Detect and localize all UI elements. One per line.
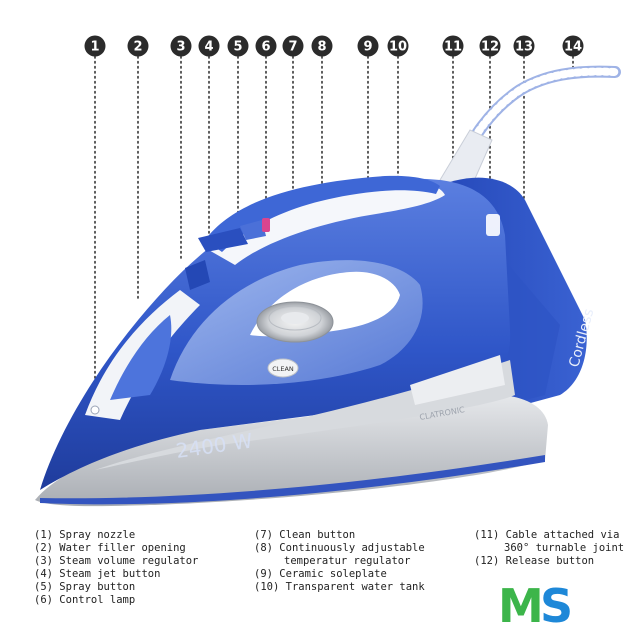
legend-item: (5) Spray button — [34, 581, 136, 593]
handle — [200, 179, 445, 265]
legend-item: (7) Clean button — [254, 529, 356, 541]
svg-text:4: 4 — [204, 40, 213, 55]
callout-badge-3: 3 — [170, 35, 192, 57]
spray-nozzle — [90, 405, 100, 415]
callout-badge-2: 2 — [127, 35, 149, 57]
callout-badge-8: 8 — [311, 35, 333, 57]
legend-item: (9) Ceramic soleplate — [254, 568, 387, 580]
legend-column-2: (7) Clean button (8) Continuously adjust… — [254, 529, 425, 594]
legend-item: (2) Water filler opening — [34, 542, 186, 554]
callout-badge-6: 6 — [255, 35, 277, 57]
release-button — [486, 214, 500, 236]
legend-column-3: (11) Cable attached via 360° turnable jo… — [474, 529, 624, 568]
clean-button — [267, 358, 299, 378]
legend-item: (12) Release button — [474, 555, 595, 567]
svg-text:11: 11 — [444, 40, 462, 55]
callout-badge-13: 13 — [513, 35, 535, 57]
svg-text:3: 3 — [176, 40, 185, 55]
legend-item: (3) Steam volume regulator — [34, 555, 199, 567]
svg-text:6: 6 — [261, 40, 270, 55]
svg-text:2: 2 — [133, 40, 142, 55]
legend-item: (6) Control lamp — [34, 594, 136, 606]
control-lamp — [262, 218, 270, 232]
legend-item: (4) Steam jet button — [34, 568, 161, 580]
svg-text:1: 1 — [90, 40, 99, 55]
svg-text:13: 13 — [515, 40, 533, 55]
spray-button — [240, 220, 266, 240]
svg-text:10: 10 — [389, 40, 407, 55]
clean-button-label: CLEAN — [272, 365, 294, 373]
legend-column-1: (1) Spray nozzle (2) Water filler openin… — [34, 529, 198, 607]
iron-illustration: CLEAN 2400 W Cordless CLATRONIC — [35, 65, 621, 507]
callout-badge-7: 7 — [282, 35, 304, 57]
callout-badge-14: 14 — [562, 35, 584, 57]
svg-text:8: 8 — [317, 40, 326, 55]
svg-text:9: 9 — [363, 40, 372, 55]
svg-text:14: 14 — [564, 40, 582, 55]
callout-badge-12: 12 — [479, 35, 501, 57]
callout-badge-4: 4 — [198, 35, 220, 57]
callout-badge-10: 10 — [387, 35, 409, 57]
ms-logo: M S — [498, 580, 573, 628]
steam-jet-button — [198, 228, 248, 252]
logo-letter-s: S — [540, 580, 573, 628]
legend-item: (1) Spray nozzle — [34, 529, 136, 541]
legend-item: (11) Cable attached via 360° turnable jo… — [474, 529, 625, 554]
svg-text:7: 7 — [288, 40, 297, 55]
legend-item: (8) Continuously adjustable temperatur r… — [254, 542, 425, 567]
callout-badge-5: 5 — [227, 35, 249, 57]
callout-badge-11: 11 — [442, 35, 464, 57]
logo-letter-m: M — [498, 580, 544, 628]
callout-badge-1: 1 — [84, 35, 106, 57]
svg-text:5: 5 — [233, 40, 242, 55]
callout-badge-9: 9 — [357, 35, 379, 57]
legend-item: (10) Transparent water tank — [254, 581, 425, 593]
steam-regulator — [185, 260, 210, 290]
svg-text:12: 12 — [481, 40, 499, 55]
